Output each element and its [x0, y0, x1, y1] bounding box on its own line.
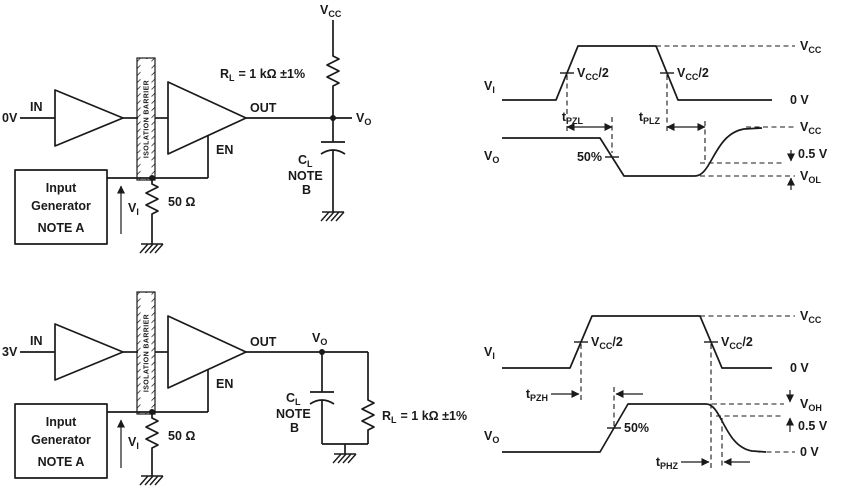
input-generator-label-1: Input: [46, 181, 77, 195]
input-generator-box: [14, 403, 108, 479]
cl-label: CL: [298, 153, 313, 169]
vo-label: VO: [312, 331, 327, 347]
vi-trace-label: VI: [484, 345, 495, 361]
half-volt-label: 0.5 V: [798, 147, 828, 161]
output-buffer: [167, 81, 247, 155]
fifty-pct-label: 50%: [624, 421, 649, 435]
cl-note-label: NOTE: [288, 169, 323, 183]
vcc-level-label: VCC: [800, 39, 822, 55]
ground-symbol: [139, 475, 164, 486]
cl-note-b-label: B: [290, 421, 299, 435]
input-generator-label-3: NOTE A: [38, 455, 85, 469]
in-pin-label: IN: [30, 334, 43, 348]
vi-source-label: VI: [128, 201, 139, 217]
input-level-label: 0V: [2, 111, 18, 125]
zero-v-label: 0 V: [790, 361, 809, 375]
output-buffer: [167, 315, 247, 389]
ground-symbol: [320, 211, 345, 222]
enable-high-waveform: VI VCC 0 V VCC/2 VCC/2 tPZH VO 50% tPHZ …: [484, 309, 828, 471]
ground-symbol: [139, 243, 164, 254]
input-generator-label-1: Input: [46, 415, 77, 429]
vo-trace-label: VO: [484, 149, 499, 165]
out-pin-label: OUT: [250, 101, 277, 115]
r50-label: 50 Ω: [168, 429, 195, 443]
zero-v-label: 0 V: [790, 93, 809, 107]
input-generator-label-2: Generator: [31, 433, 91, 447]
vcc2-rising-label: VCC/2: [591, 335, 623, 351]
vo-trace-label: VO: [484, 429, 499, 445]
vi-trace-label: VI: [484, 79, 495, 95]
input-generator-label-3: NOTE A: [38, 221, 85, 235]
input-buffer: [54, 323, 124, 381]
fifty-pct-label: 50%: [577, 150, 602, 164]
cl-note-label: NOTE: [276, 407, 311, 421]
in-pin-label: IN: [30, 100, 43, 114]
voh-level-label: VOH: [800, 397, 822, 413]
vo-vcc-level-label: VCC: [800, 120, 822, 136]
vo-zero-v-label: 0 V: [800, 445, 819, 459]
cl-label: CL: [286, 391, 301, 407]
vi-waveform-trace: [502, 315, 772, 369]
enable-low-test-circuit: 0V IN ISOLATION BARRIER OUT VCC RL= 1 kΩ…: [2, 3, 371, 254]
isolation-barrier-label: ISOLATION BARRIER: [144, 80, 151, 158]
half-volt-label: 0.5 V: [798, 419, 828, 433]
vcc2-falling-label: VCC/2: [677, 66, 709, 82]
isolation-barrier: ISOLATION BARRIER: [136, 57, 156, 181]
input-generator-box: [14, 169, 108, 245]
vcc-level-label: VCC: [800, 309, 822, 325]
out-pin-label: OUT: [250, 335, 277, 349]
termination-resistor: [145, 177, 159, 223]
rl-label: RL= 1 kΩ ±1%: [220, 67, 305, 83]
enable-high-test-circuit: 3V IN ISOLATION BARRIER OUT VO CL NOTE B…: [2, 291, 467, 486]
vcc2-falling-label: VCC/2: [721, 335, 753, 351]
tphz-label: tPHZ: [656, 455, 679, 471]
input-buffer: [54, 89, 124, 147]
vo-waveform-trace: [502, 403, 767, 453]
vol-level-label: VOL: [800, 169, 821, 185]
pullup-resistor: [326, 49, 340, 95]
tpzl-label: tPZL: [562, 110, 584, 126]
load-resistor: [361, 393, 375, 439]
vo-label: VO: [356, 111, 371, 127]
input-generator-label-2: Generator: [31, 199, 91, 213]
r50-label: 50 Ω: [168, 195, 195, 209]
ground-symbol: [332, 453, 357, 464]
termination-resistor: [145, 411, 159, 457]
input-level-label: 3V: [2, 345, 18, 359]
vcc2-rising-label: VCC/2: [577, 66, 609, 82]
vcc-label: VCC: [320, 3, 342, 19]
isolation-barrier: ISOLATION BARRIER: [136, 291, 156, 415]
en-pin-label: EN: [216, 377, 233, 391]
vi-source-label: VI: [128, 435, 139, 451]
rl-label: RL= 1 kΩ ±1%: [382, 409, 467, 425]
enable-low-waveform: VI VCC 0 V VCC/2 VCC/2 tPZL tPLZ VO 50% …: [484, 39, 828, 190]
vo-waveform-trace: [502, 127, 763, 177]
isolation-barrier-label: ISOLATION BARRIER: [144, 314, 151, 392]
tplz-label: tPLZ: [639, 110, 661, 126]
vi-waveform-trace: [502, 45, 772, 101]
tpzh-label: tPZH: [526, 387, 548, 403]
en-pin-label: EN: [216, 143, 233, 157]
cl-note-b-label: B: [302, 183, 311, 197]
